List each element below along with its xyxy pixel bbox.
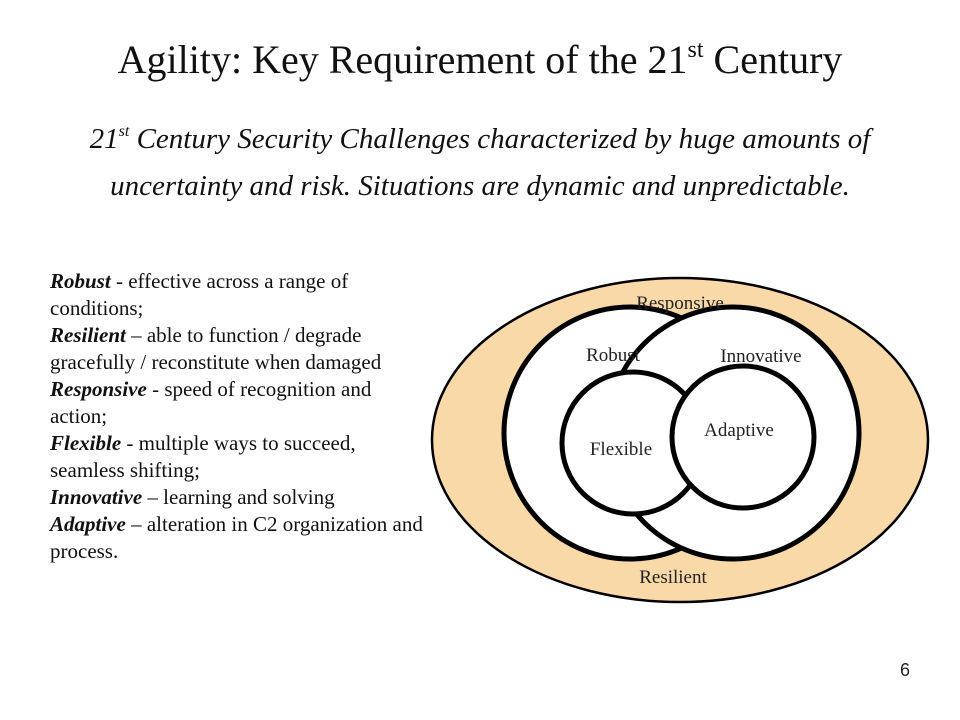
slide-subtitle-superscript: st: [118, 123, 130, 140]
definition-text-robust: - effective across a range of conditions…: [50, 269, 349, 320]
label-adaptive: Adaptive: [704, 420, 774, 441]
definition-responsive: Responsive - speed of recognition and ac…: [50, 376, 430, 430]
definition-text-flexible: - multiple ways to succeed, seamless shi…: [50, 431, 356, 482]
definitions-list: Robust - effective across a range of con…: [50, 268, 430, 565]
definition-term-flexible: Flexible: [50, 431, 122, 455]
definition-robust: Robust - effective across a range of con…: [50, 268, 430, 322]
slide-title-superscript: st: [687, 37, 704, 63]
definition-resilient: Resilient – able to function / degrade g…: [50, 322, 430, 376]
agility-venn-diagram: Responsive Robust Innovative Flexible Ad…: [430, 276, 930, 604]
definition-text-innovative: – learning and solving: [142, 485, 335, 509]
definition-term-adaptive: Adaptive: [50, 512, 126, 536]
definition-adaptive: Adaptive – alteration in C2 organization…: [50, 511, 430, 565]
label-flexible: Flexible: [590, 439, 652, 460]
label-robust: Robust: [586, 345, 641, 366]
definition-innovative: Innovative – learning and solving: [50, 484, 430, 511]
slide-title-tail: Century: [703, 37, 843, 82]
slide-title: Agility: Key Requirement of the 21st Cen…: [0, 36, 960, 84]
adaptive-circle: [669, 363, 817, 511]
definition-text-responsive: - speed of recognition and action;: [50, 377, 372, 428]
label-innovative: Innovative: [720, 346, 801, 367]
definition-term-responsive: Responsive: [50, 377, 147, 401]
slide-title-main: Agility: Key Requirement of the 21: [117, 37, 688, 82]
slide-subtitle: 21st Century Security Challenges charact…: [40, 116, 920, 210]
definition-term-innovative: Innovative: [50, 485, 143, 509]
definition-flexible: Flexible - multiple ways to succeed, sea…: [50, 430, 430, 484]
slide-subtitle-prefix: 21: [89, 123, 119, 155]
definition-text-resilient: – able to function / degrade gracefully …: [50, 323, 382, 374]
definition-term-robust: Robust: [50, 269, 111, 293]
definition-term-resilient: Resilient: [50, 323, 126, 347]
definition-text-adaptive: – alteration in C2 organization and proc…: [50, 512, 423, 563]
slide-subtitle-text: Century Security Challenges characterize…: [110, 123, 871, 202]
page-number: 6: [899, 660, 910, 680]
label-resilient: Resilient: [639, 567, 707, 588]
label-responsive: Responsive: [636, 293, 724, 314]
